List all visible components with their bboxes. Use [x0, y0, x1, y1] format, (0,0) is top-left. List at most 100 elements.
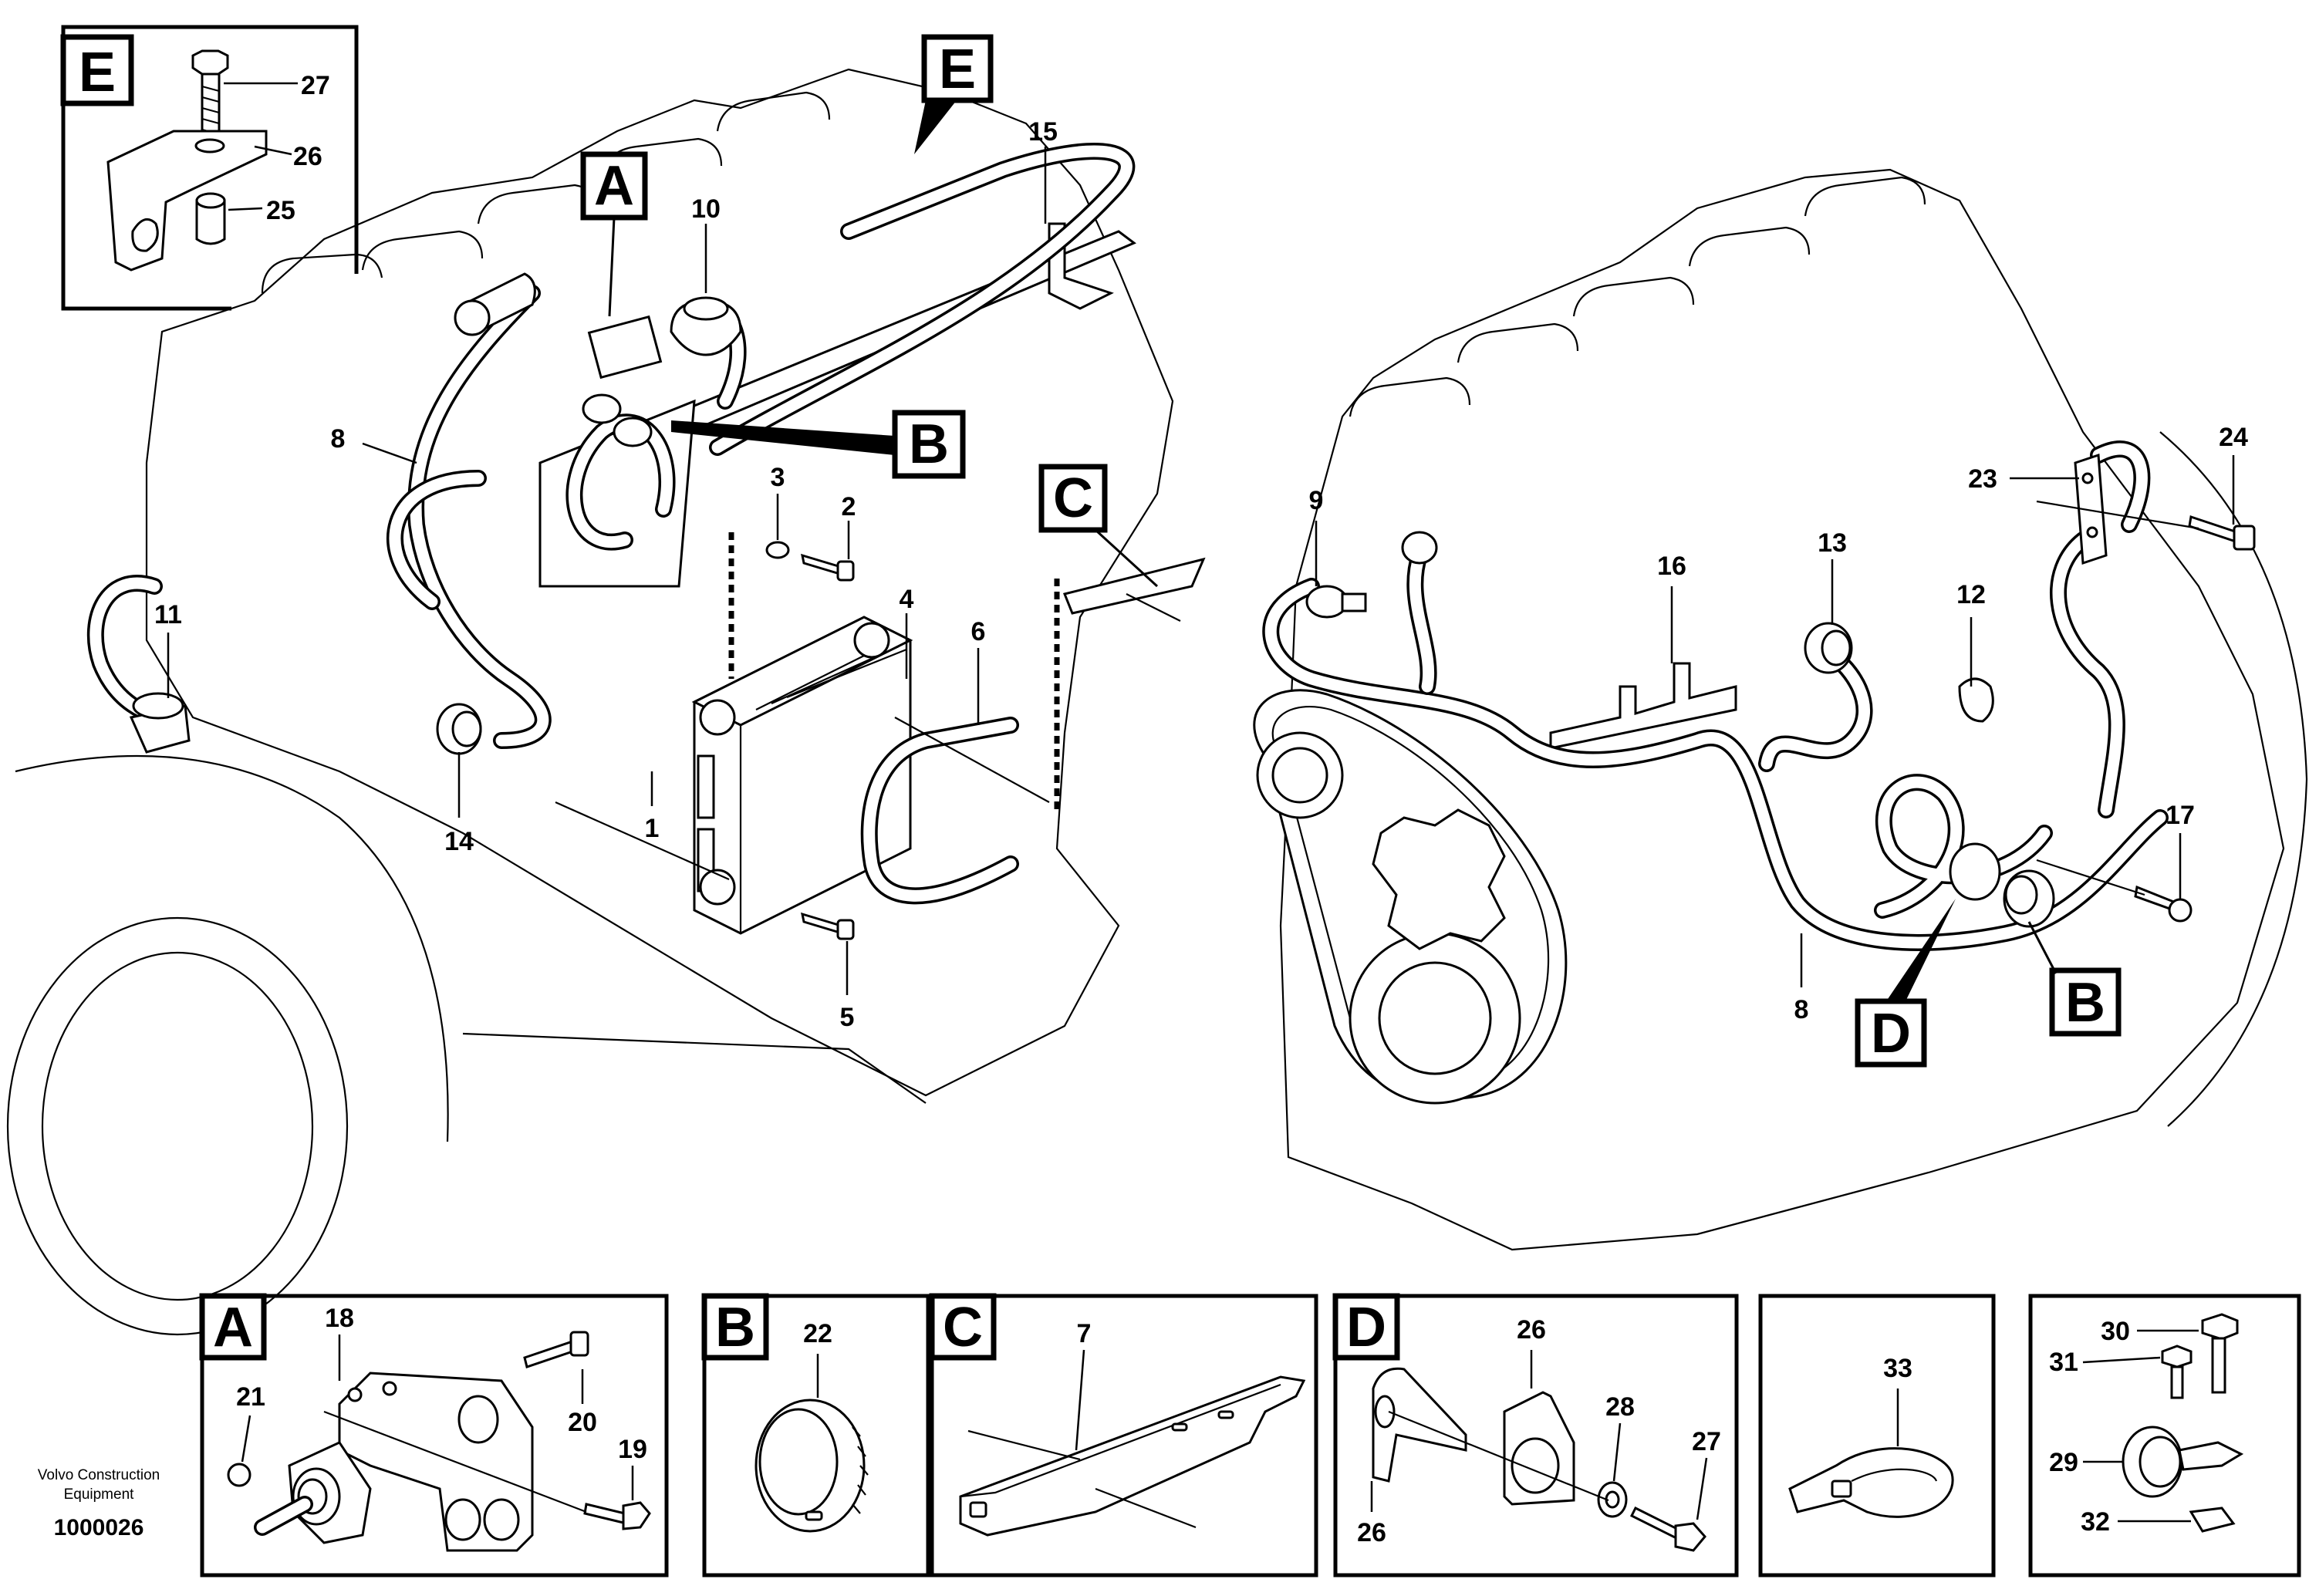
right-bolt-24	[2188, 515, 2256, 551]
callout-26-d-bottom: 26	[1357, 1518, 1386, 1547]
callout-33: 33	[1883, 1354, 1912, 1383]
detail-hw-bolt-31	[2161, 1345, 2193, 1399]
tag-b-right: B	[2065, 972, 2105, 1034]
right-bracket-23	[2074, 453, 2108, 565]
left-connector-pair	[582, 315, 663, 447]
right-bolt-17-line	[2036, 859, 2145, 896]
right-harness-cables	[1262, 440, 2169, 951]
left-harness-cables	[86, 143, 1136, 749]
left-housing-curve	[15, 754, 449, 1142]
detail-d-tag-box	[1332, 1293, 1400, 1361]
inset-e-spacer	[195, 192, 226, 245]
detail-b-tag: B	[715, 1297, 755, 1358]
callout-19: 19	[618, 1435, 647, 1464]
detail-a-frame	[200, 1294, 669, 1577]
callout-29: 29	[2049, 1448, 2078, 1477]
tag-b-left-pointer	[671, 420, 895, 455]
right-sensor-top	[1401, 531, 1438, 565]
left-engine-outline	[145, 68, 1174, 1097]
callout-16: 16	[1657, 552, 1686, 581]
tag-b-right-box	[2049, 967, 2122, 1037]
callout-21: 21	[236, 1382, 265, 1412]
tag-e-top: E	[939, 39, 976, 100]
tag-b-left: B	[909, 413, 949, 475]
right-connectors-b	[1949, 842, 2055, 928]
leader-21	[241, 1415, 251, 1463]
right-pulley-lower-hub	[1378, 961, 1492, 1075]
leader-31	[2082, 1356, 2161, 1364]
tag-a: A	[594, 155, 634, 217]
callout-8-right: 8	[1794, 995, 1809, 1024]
callout-e-25: 25	[266, 196, 295, 225]
leader-28	[1612, 1422, 1622, 1482]
callout-31: 31	[2049, 1348, 2078, 1377]
detail-a-bolt-20	[523, 1331, 589, 1368]
detail-cable-tie: 33	[1758, 1294, 1996, 1577]
tag-a-leader	[608, 217, 616, 317]
callout-26-d-top: 26	[1517, 1315, 1546, 1345]
detail-a-nut-21	[227, 1463, 251, 1487]
left-loop-line	[894, 717, 1050, 803]
leader-8-left	[362, 442, 417, 464]
inset-e-tag: E	[79, 42, 116, 103]
callout-7: 7	[1077, 1319, 1092, 1348]
leader-e-25	[228, 207, 263, 211]
left-bracket-c-line	[1126, 593, 1181, 622]
callout-10: 10	[691, 194, 721, 224]
callout-e-27: 27	[301, 71, 330, 100]
callout-6: 6	[971, 617, 986, 646]
publisher-line-1: Volvo Construction	[38, 1467, 160, 1483]
callout-13: 13	[1818, 528, 1847, 558]
callout-18: 18	[325, 1304, 354, 1333]
detail-hardware: 30 31 29 32	[2028, 1294, 2301, 1577]
detail-b-grommet-22	[754, 1399, 869, 1533]
figure-code: 1000026	[54, 1515, 144, 1540]
callout-30: 30	[2101, 1317, 2130, 1346]
tag-d-box	[1855, 998, 1927, 1068]
callout-12: 12	[1956, 580, 1986, 609]
inset-e-bolt	[191, 49, 229, 145]
detail-b-tag-box	[701, 1293, 769, 1361]
detail-hw-frame	[2028, 1294, 2301, 1577]
callout-8-left: 8	[331, 424, 346, 454]
tag-c-leader	[1094, 528, 1159, 588]
inset-e-frame	[61, 25, 359, 311]
detail-b: B 22	[701, 1293, 930, 1577]
left-flywheel-outer	[6, 916, 349, 1336]
detail-c-line-2	[1095, 1487, 1197, 1529]
callout-2: 2	[842, 492, 856, 521]
detail-c-frame	[930, 1294, 1318, 1577]
left-cylinder-head	[261, 91, 831, 294]
callout-1: 1	[645, 814, 660, 843]
callout-14: 14	[444, 827, 474, 856]
inset-e-tag-box	[60, 34, 134, 106]
detail-c-line-1	[967, 1429, 1081, 1461]
left-sump-line	[462, 1032, 927, 1104]
right-bolt-24-line	[2036, 500, 2199, 530]
detail-hw-bolt-30	[2201, 1313, 2239, 1394]
tag-c-box	[1038, 464, 1108, 533]
detail-hw-clip-32	[2178, 1441, 2244, 1533]
tag-d-pointer	[1886, 899, 1956, 1001]
tag-b-right-leader	[2027, 921, 2058, 974]
inset-e: E 27 26 25	[60, 25, 359, 311]
detail-hw-grommet-29	[2122, 1426, 2183, 1498]
detail-tie-frame	[1758, 1294, 1996, 1577]
right-pulley-upper-hub	[1271, 747, 1328, 804]
left-loop-6	[860, 717, 1019, 905]
inset-e-bracket	[106, 130, 268, 272]
right-cylinder-head	[1349, 176, 1926, 417]
detail-c-bracket-7	[959, 1375, 1306, 1537]
leader-27-d	[1696, 1457, 1708, 1520]
left-washer-3	[765, 541, 790, 559]
right-bolt-17	[2134, 885, 2193, 923]
detail-d-line	[1388, 1410, 1609, 1502]
left-ecu-1	[691, 616, 913, 935]
right-bracket-16	[1549, 662, 1737, 750]
left-bolt-2	[801, 553, 855, 582]
callout-17: 17	[2166, 801, 2195, 830]
right-engine-outline	[1279, 168, 2285, 1251]
callout-22: 22	[803, 1319, 832, 1348]
detail-c-tag-box	[929, 1293, 997, 1361]
